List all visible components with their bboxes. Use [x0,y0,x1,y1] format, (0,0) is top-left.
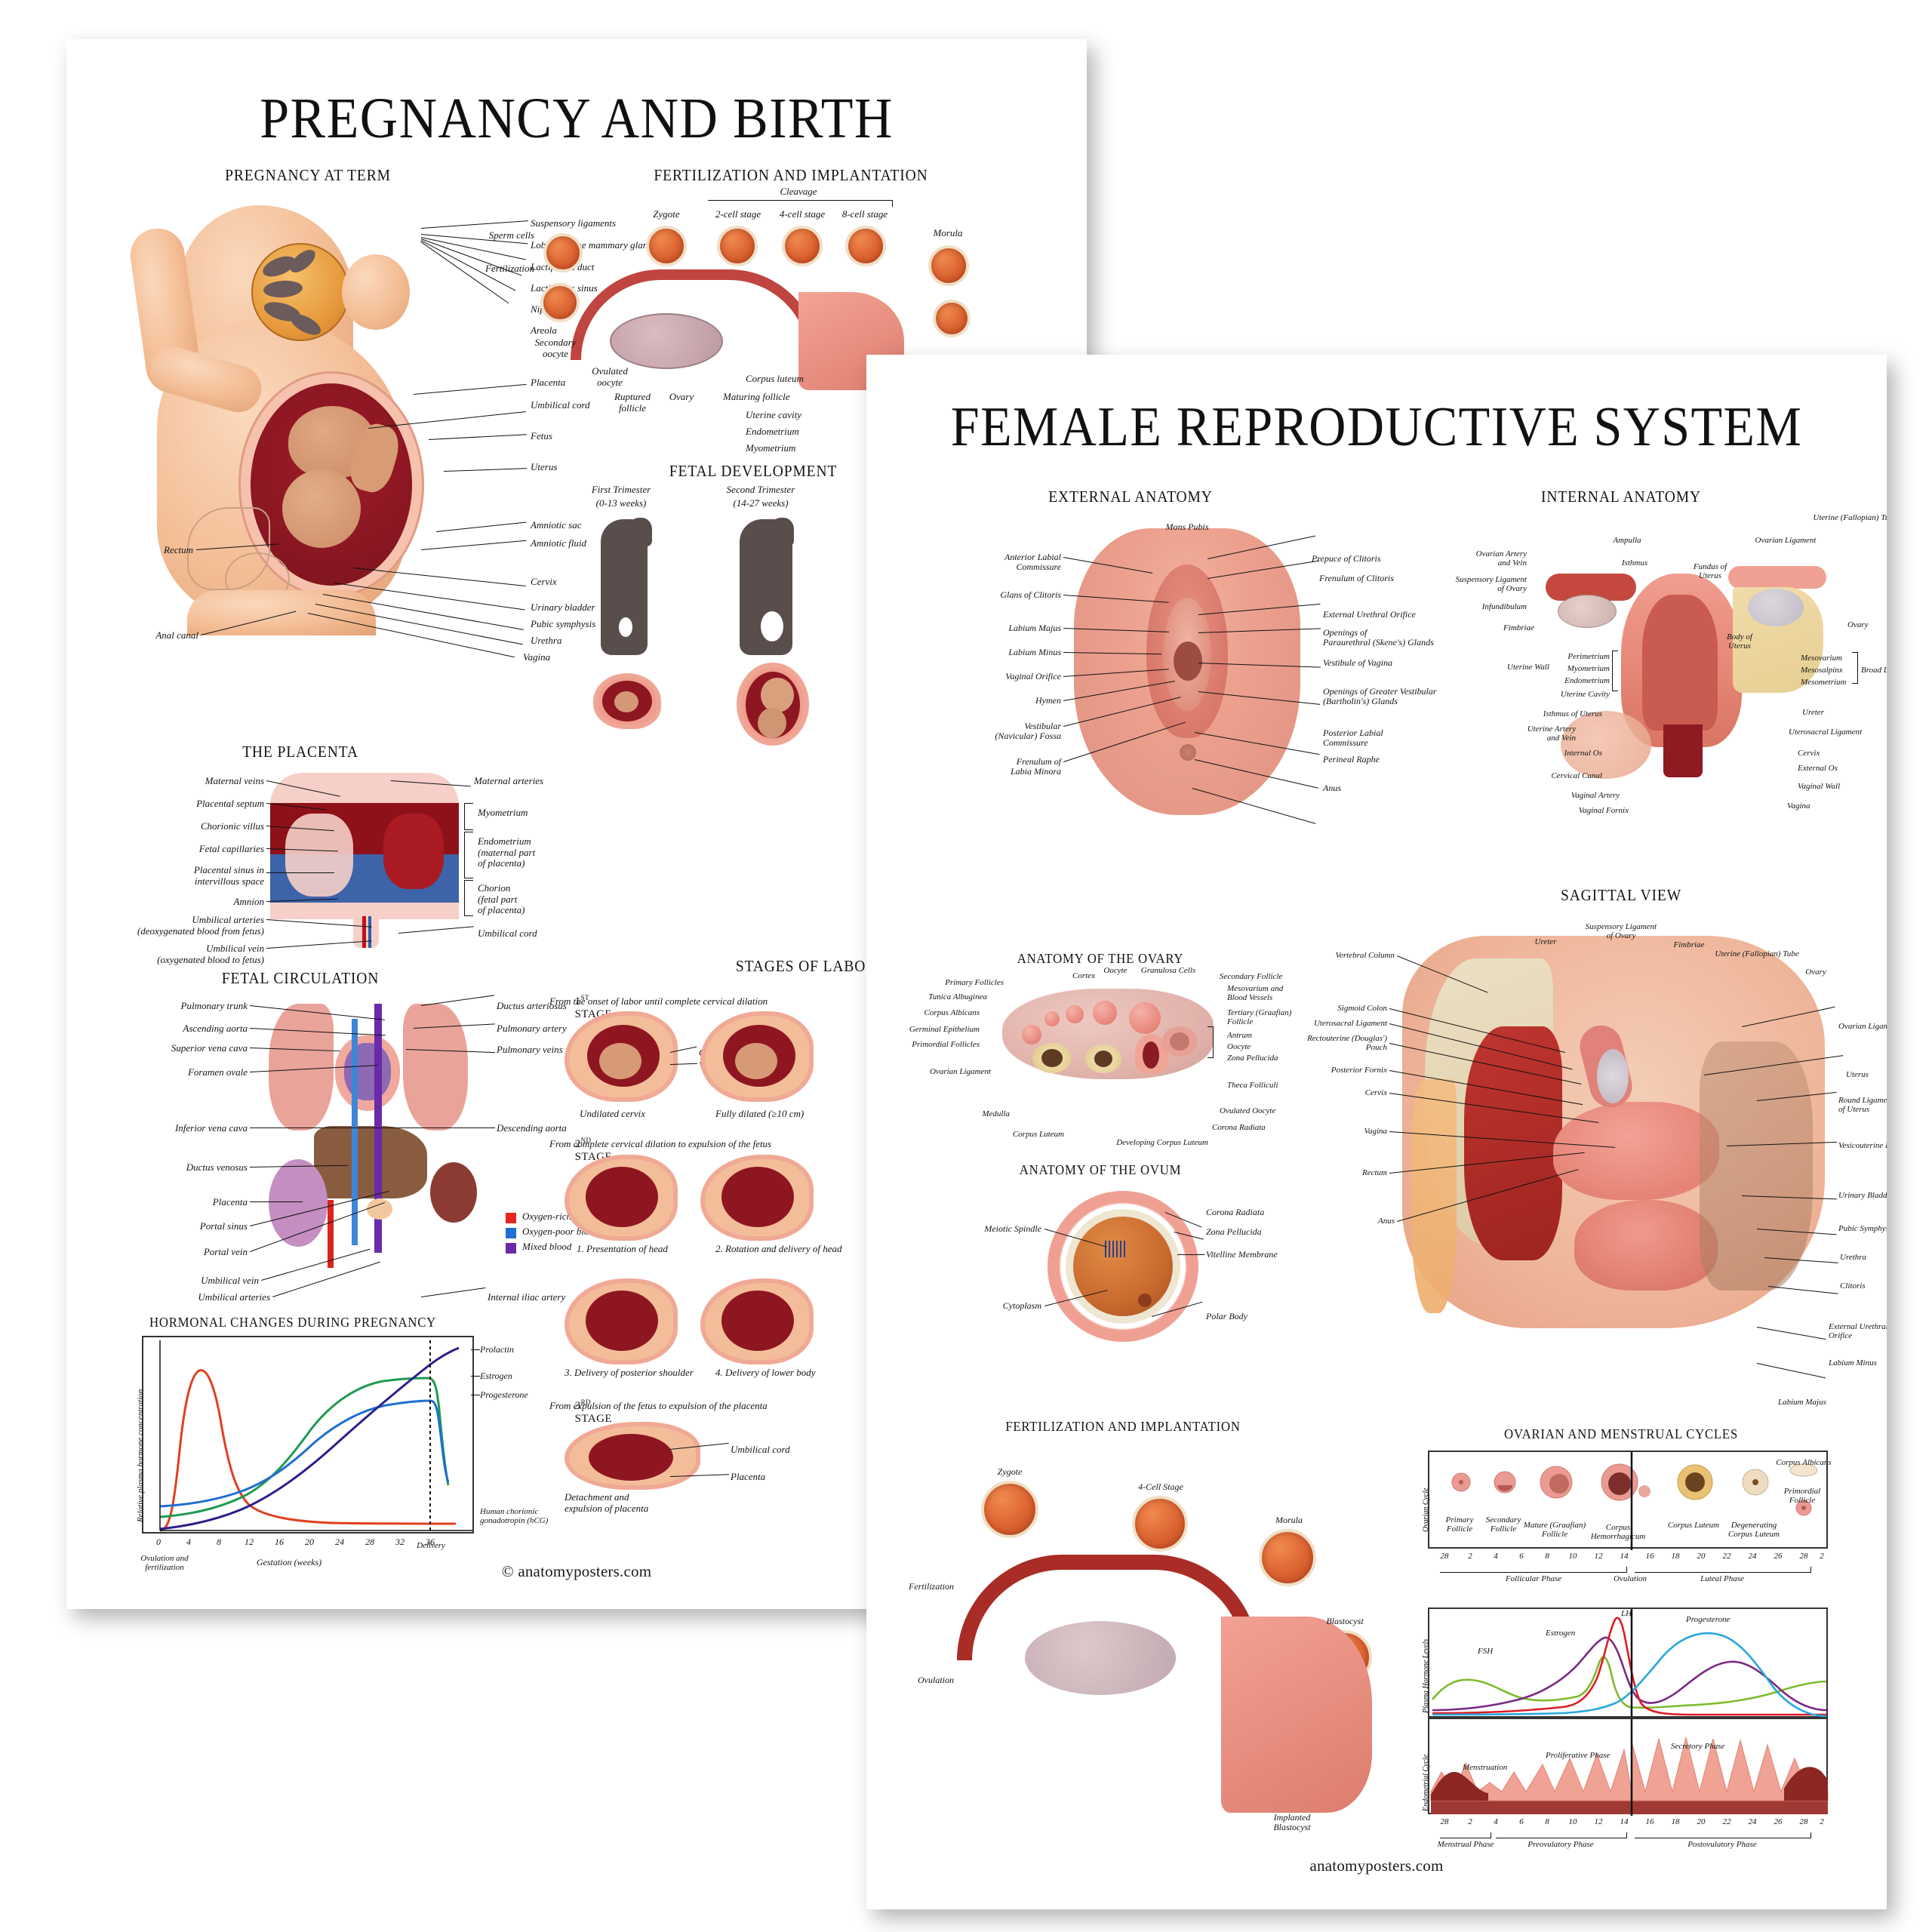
section-title-sagittal-view: SAGITTAL VIEW [1560,886,1682,904]
figure-fetal-circulation [255,996,504,1291]
legend-swatch-mixed [506,1243,516,1254]
section-title-stages-of-labor: STAGES OF LABOR [735,957,877,975]
figure-sagittal-view [1395,928,1847,1343]
stage-3-ordinal: 3 [574,1399,581,1412]
section-title-fetal-development: FETAL DEVELOPMENT [669,462,838,480]
stage-1-ordinal: 1 [574,995,581,1008]
figure-fetal-development: First Trimester (0-13 weeks) Second Trim… [534,484,957,746]
chart-plasma-hormone-levels [1428,1607,1828,1719]
section-title-ovarian-menstrual-cycles: OVARIAN AND MENSTRUAL CYCLES [1504,1426,1738,1441]
chart-hormonal-changes-pregnancy [142,1336,474,1534]
section-title-hormonal-changes: HORMONAL CHANGES DURING PREGNANCY [149,1315,436,1330]
legend-swatch-oxygen-poor [506,1228,516,1238]
figure-placenta [270,773,459,948]
footer-left: © anatomyposters.com [501,1562,652,1580]
endometrial-cycle-row-label: Endometrial Cycle [1422,1754,1430,1811]
series-lh-estrogen [1432,1636,1827,1712]
ovarian-cycle-row-label: Ovarian Cycle [1422,1487,1430,1532]
plasma-hormone-row-label: Plasma Hormone Levels [1422,1638,1430,1713]
series-hcg [159,1369,457,1532]
figure-pregnancy-at-term [127,198,519,635]
figure-ovum [1048,1191,1198,1342]
section-title-fetal-circulation: FETAL CIRCULATION [221,969,380,987]
section-title-fertilization-implantation-left: FERTILIZATION AND IMPLANTATION [654,166,928,184]
poster-left-title: PREGNANCY AND BIRTH [260,87,894,150]
section-title-anatomy-of-the-ovary: ANATOMY OF THE OVARY [1017,951,1184,966]
stage-3-word: STAGE [574,1412,612,1425]
figure-ovary [1002,989,1214,1087]
section-title-internal-anatomy: INTERNAL ANATOMY [1540,488,1702,506]
series-progesterone-cycle [1432,1632,1827,1718]
legend-swatch-oxygen-rich [506,1213,516,1223]
series-fsh [1431,1656,1827,1709]
chart-endometrial-cycle [1428,1718,1829,1816]
stage-2-sup: ND [580,1136,592,1144]
section-title-external-anatomy: EXTERNAL ANATOMY [1048,488,1213,506]
stage-3-sup: RD [580,1398,591,1406]
figure-fertilization-implantation-left: Cleavage Zygote 2-cell stage 4-cell stag… [485,186,1063,454]
figure-internal-anatomy [1531,543,1832,785]
section-title-pregnancy-at-term: PREGNANCY AT TERM [225,166,391,184]
stage-2-ordinal: 2 [574,1137,581,1150]
series-progesterone [159,1399,450,1508]
poster-right-title: FEMALE REPRODUCTIVE SYSTEM [950,396,1803,458]
section-title-anatomy-of-the-ovum: ANATOMY OF THE OVUM [1019,1162,1182,1177]
series-prolactin [159,1346,460,1531]
poster-female-reproductive-system: FEMALE REPRODUCTIVE SYSTEM EXTERNAL ANAT… [866,355,1887,1909]
stage-1-sup: ST [580,993,589,1001]
chart-ovarian-cycle [1428,1451,1828,1550]
series-lh [1432,1617,1826,1716]
figure-fertilization-implantation-right: Zygote 4-Cell Stage Morula Blastocyst Fe… [909,1449,1387,1832]
section-title-the-placenta: THE PLACENTA [242,743,358,761]
footer-right: anatomyposters.com [1309,1857,1444,1875]
series-estrogen [159,1377,450,1518]
figure-external-anatomy [1074,528,1300,815]
section-title-fertilization-implantation-right: FERTILIZATION AND IMPLANTATION [1005,1419,1241,1434]
